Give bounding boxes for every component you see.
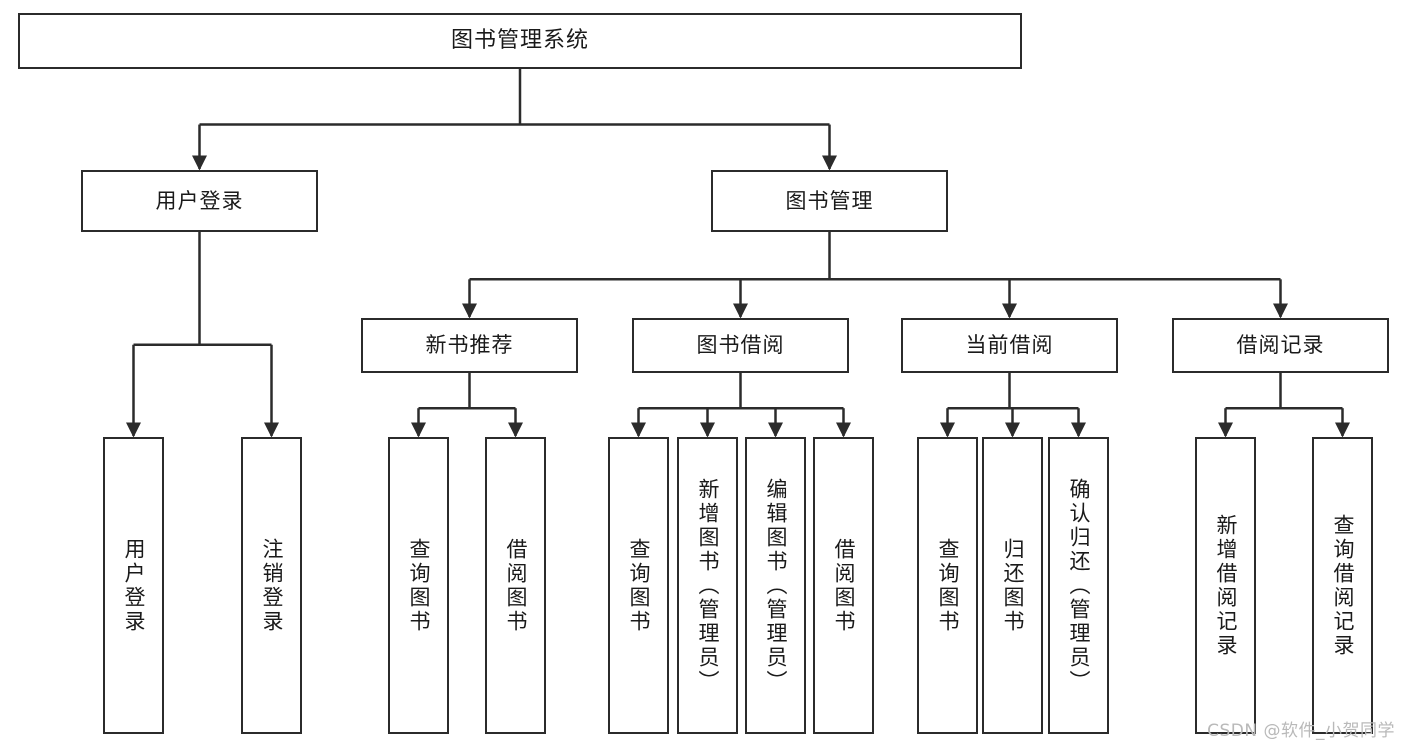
node-bookmgmt[interactable]: 图书管理: [711, 170, 948, 232]
node-leaf-5[interactable]: 查询图书: [608, 437, 669, 734]
node-leaf-10[interactable]: 归还图书: [982, 437, 1043, 734]
node-label: 新增图书（管理员）: [696, 477, 720, 694]
node-leaf-1[interactable]: 用户登录: [103, 437, 164, 734]
node-label: 查询图书: [407, 537, 431, 634]
node-borrow[interactable]: 图书借阅: [632, 318, 849, 373]
node-label: 编辑图书（管理员）: [764, 477, 788, 694]
node-records[interactable]: 借阅记录: [1172, 318, 1389, 373]
node-leaf-9[interactable]: 查询图书: [917, 437, 978, 734]
node-label: 图书管理系统: [450, 28, 589, 54]
node-label: 借阅图书: [832, 537, 856, 634]
node-label: 注销登录: [260, 537, 284, 634]
node-label: 借阅记录: [1236, 333, 1325, 358]
watermark: CSDN @软件_小贺同学: [1207, 721, 1395, 741]
node-label: 图书借阅: [696, 333, 785, 358]
node-label: 图书管理: [785, 188, 874, 213]
node-label: 用户登录: [155, 188, 244, 213]
node-label: 用户登录: [122, 537, 146, 634]
node-label: 确认归还（管理员）: [1067, 477, 1091, 694]
node-leaf-7[interactable]: 编辑图书（管理员）: [745, 437, 806, 734]
node-label: 当前借阅: [965, 333, 1054, 358]
node-leaf-11[interactable]: 确认归还（管理员）: [1048, 437, 1109, 734]
node-leaf-13[interactable]: 查询借阅记录: [1312, 437, 1373, 734]
node-leaf-12[interactable]: 新增借阅记录: [1195, 437, 1256, 734]
node-label: 查询借阅记录: [1331, 513, 1355, 658]
node-label: 归还图书: [1001, 537, 1025, 634]
node-leaf-4[interactable]: 借阅图书: [485, 437, 546, 734]
node-newbook[interactable]: 新书推荐: [361, 318, 578, 373]
node-label: 借阅图书: [504, 537, 528, 634]
node-login[interactable]: 用户登录: [81, 170, 318, 232]
node-current[interactable]: 当前借阅: [901, 318, 1118, 373]
node-leaf-8[interactable]: 借阅图书: [813, 437, 874, 734]
node-label: 新增借阅记录: [1214, 513, 1238, 658]
node-leaf-3[interactable]: 查询图书: [388, 437, 449, 734]
node-label: 查询图书: [627, 537, 651, 634]
node-root[interactable]: 图书管理系统: [18, 13, 1022, 69]
node-leaf-2[interactable]: 注销登录: [241, 437, 302, 734]
node-label: 新书推荐: [425, 333, 514, 358]
node-label: 查询图书: [936, 537, 960, 634]
node-leaf-6[interactable]: 新增图书（管理员）: [677, 437, 738, 734]
